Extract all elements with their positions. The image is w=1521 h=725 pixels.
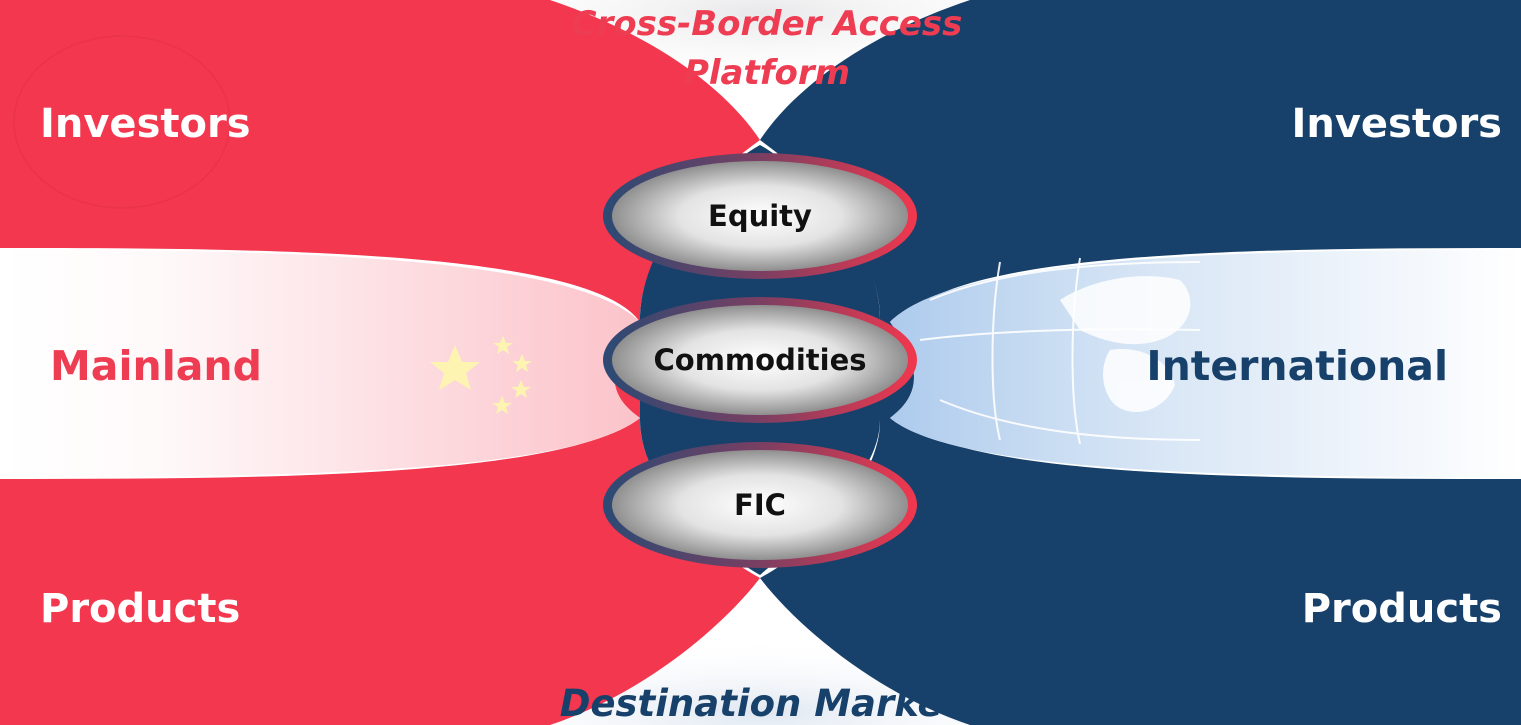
left-arc-band [0, 0, 760, 725]
bottom-label: Destination Market [560, 682, 962, 725]
right-top-label: Investors [1291, 101, 1502, 147]
mainland-label: Mainland [50, 342, 262, 390]
channel-label-commodities: Commodities [654, 343, 867, 377]
top-label-line-1: Cross-Border Access [572, 4, 963, 44]
top-label-line-2: Platform [684, 53, 850, 93]
channel-pill-fic: FIC [603, 442, 917, 568]
right-arc-band [760, 0, 1521, 725]
decorative-circle [13, 35, 231, 209]
international-fade [890, 250, 1521, 477]
international-label: International [1146, 342, 1448, 390]
continent-shapes [1060, 276, 1191, 413]
channel-pill-commodities: Commodities [603, 297, 917, 423]
left-top-label: Investors [40, 101, 251, 147]
flag-stars-icon [430, 336, 532, 414]
left-bottom-label: Products [40, 586, 240, 632]
right-bottom-label: Products [1302, 586, 1502, 632]
channel-label-equity: Equity [708, 199, 812, 233]
mainland-fade [0, 250, 640, 477]
channel-label-fic: FIC [734, 488, 786, 522]
channel-pill-equity: Equity [603, 153, 917, 279]
